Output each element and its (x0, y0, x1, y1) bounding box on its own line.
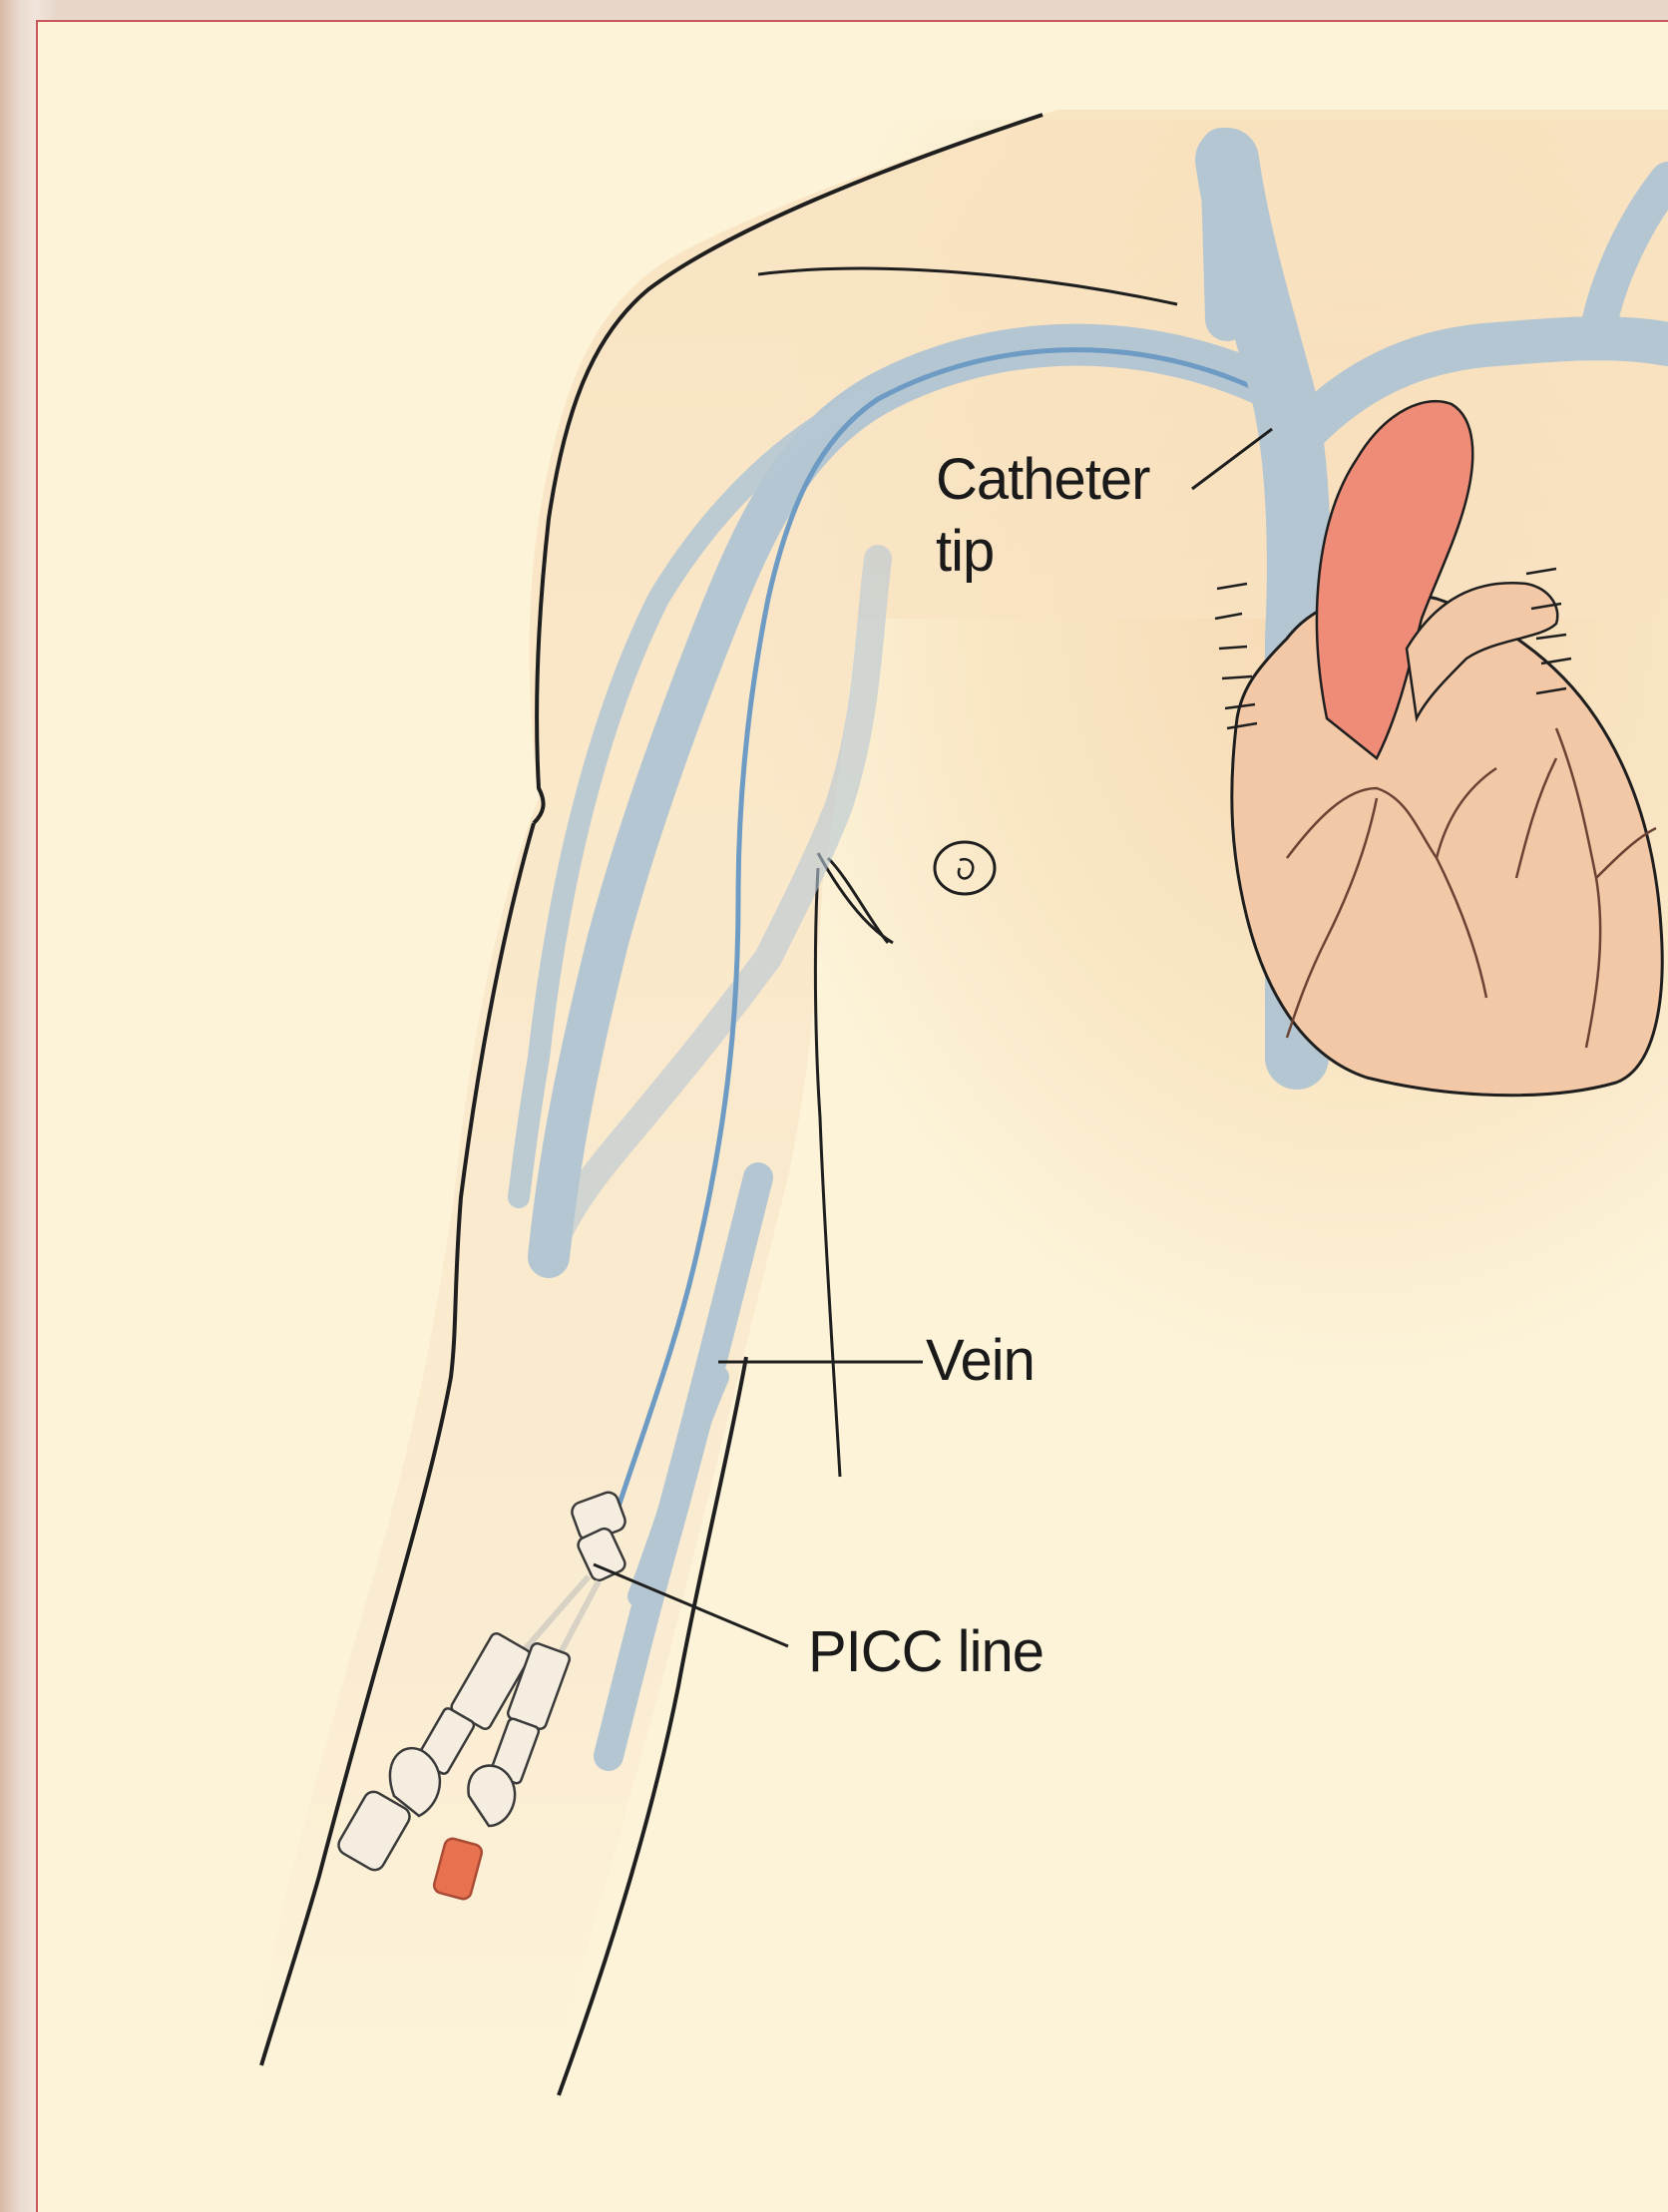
jugular-vein (1222, 150, 1227, 319)
catheter-tip-label: Catheter tip (936, 451, 1149, 581)
picc-line-label: PICC line (808, 1623, 1043, 1681)
vein-label: Vein (926, 1332, 1035, 1390)
catheter-tip-label-line1: Catheter (936, 451, 1149, 509)
catheter-tip-label-line2: tip (936, 523, 1149, 581)
